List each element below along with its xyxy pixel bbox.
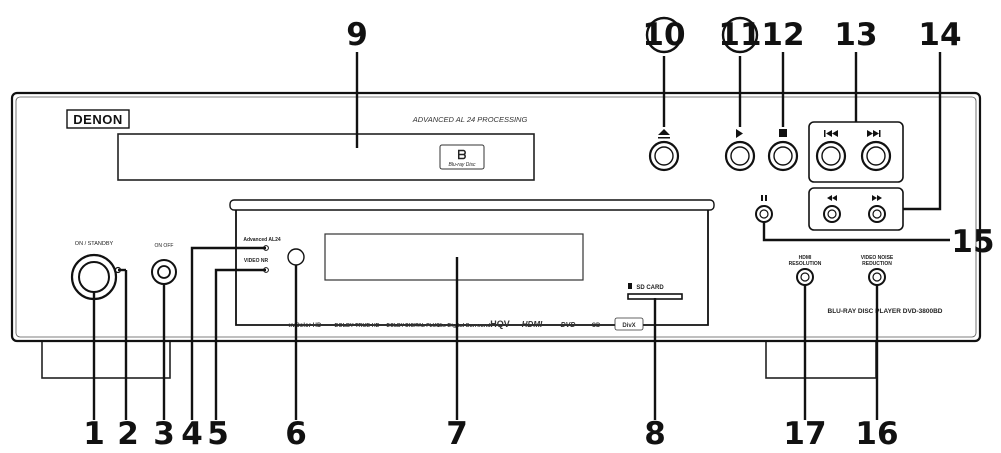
sd-card-label: SD CARD [636, 285, 664, 291]
power-button[interactable] [78, 261, 110, 293]
logo-divx-box [614, 317, 644, 331]
callout-6: 6 [285, 416, 307, 448]
skip-back-button[interactable] [821, 146, 841, 166]
pause-button[interactable] [759, 209, 769, 219]
remote-sensor [287, 248, 305, 266]
pause-icon [761, 195, 767, 201]
leader-15 [762, 222, 950, 242]
hdmi-resolution-button[interactable] [800, 272, 810, 282]
callout-5: 5 [207, 416, 229, 448]
fast-forward-icon [872, 195, 882, 201]
right-foot [765, 335, 877, 379]
processing-label: ADVANCED AL 24 PROCESSING [412, 115, 528, 124]
callout-2: 2 [117, 416, 139, 448]
fast-forward-button[interactable] [872, 209, 882, 219]
brand-box [66, 109, 130, 129]
eject-button[interactable] [654, 146, 674, 166]
callout-12: 12 [761, 17, 804, 53]
left-foot [41, 335, 171, 379]
play-icon [736, 129, 743, 138]
chassis-inner [15, 96, 977, 338]
leader-5 [214, 268, 266, 420]
callout-10-circle [645, 16, 683, 54]
logo-dolby-digital-plus: DOLBY DIGITAL PLUS [386, 323, 440, 329]
video-nr-label: VIDEO NR [244, 258, 269, 264]
logo-dolby-truehd: DOLBY TRUE HD [334, 323, 379, 329]
bluray-logo-box [439, 144, 485, 170]
callout-11-circle [721, 16, 759, 54]
callout-10: 10 [642, 17, 685, 53]
eject-icon [658, 129, 670, 139]
rewind-button[interactable] [827, 209, 837, 219]
logo-divx: DivX [622, 323, 635, 329]
logo-dts: dts Digital Surround [438, 323, 491, 329]
display-screen [324, 233, 584, 281]
sd-card-icon [628, 283, 632, 289]
callout-4: 4 [181, 416, 203, 448]
hdmi-resolution-label-1: HDMI [799, 255, 812, 261]
callout-8: 8 [644, 416, 666, 448]
callout-1: 1 [83, 416, 105, 448]
logo-xvcolor: xvColor HD [289, 323, 322, 329]
callout-9: 9 [346, 17, 368, 53]
onoff-switch[interactable] [157, 265, 171, 279]
play-button[interactable] [730, 146, 750, 166]
callout-11: 11 [718, 17, 761, 53]
leader-lines [92, 52, 950, 420]
model-label: BLU-RAY DISC PLAYER DVD-3800BD [828, 308, 943, 315]
logo-dvd: DVD [561, 322, 576, 329]
callout-3: 3 [153, 416, 175, 448]
display-panel-inner [229, 199, 715, 211]
skip-forward-button[interactable] [866, 146, 886, 166]
stop-icon [779, 129, 787, 137]
search-group-frame [808, 187, 904, 231]
leader-4 [190, 246, 266, 420]
logo-hqv: HQV [490, 319, 510, 329]
brand-logo: DENON [73, 112, 122, 127]
video-nr-button[interactable] [872, 272, 882, 282]
advanced-al24-label: Advanced AL24 [243, 237, 281, 243]
hdmi-resolution-label-2: RESOLUTION [789, 261, 822, 267]
bluray-logo-text: Blu-ray Disc [449, 162, 476, 168]
logo-cd: CD [592, 323, 601, 329]
callout-14: 14 [918, 17, 961, 53]
callout-16: 16 [855, 416, 898, 448]
callout-13: 13 [834, 17, 877, 53]
callout-15: 15 [951, 224, 994, 260]
callout-7: 7 [446, 416, 468, 448]
skip-back-icon [824, 130, 838, 137]
onoff-label: ON OFF [155, 243, 174, 249]
stop-button[interactable] [773, 146, 793, 166]
bluray-logo-symbol: ᗷ [458, 148, 467, 162]
video-nr-button-label-1: VIDEO NOISE [861, 255, 894, 261]
skip-forward-icon [867, 130, 881, 137]
callout-17: 17 [783, 416, 826, 448]
logo-row: xvColor HD DOLBY TRUE HD DOLBY DIGITAL P… [289, 317, 644, 331]
power-label: ON / STANDBY [75, 241, 114, 247]
rewind-icon [827, 195, 837, 201]
video-nr-button-label-2: REDUCTION [862, 261, 892, 267]
logo-hdmi: HDMI [522, 320, 543, 329]
leader-14 [903, 52, 942, 211]
